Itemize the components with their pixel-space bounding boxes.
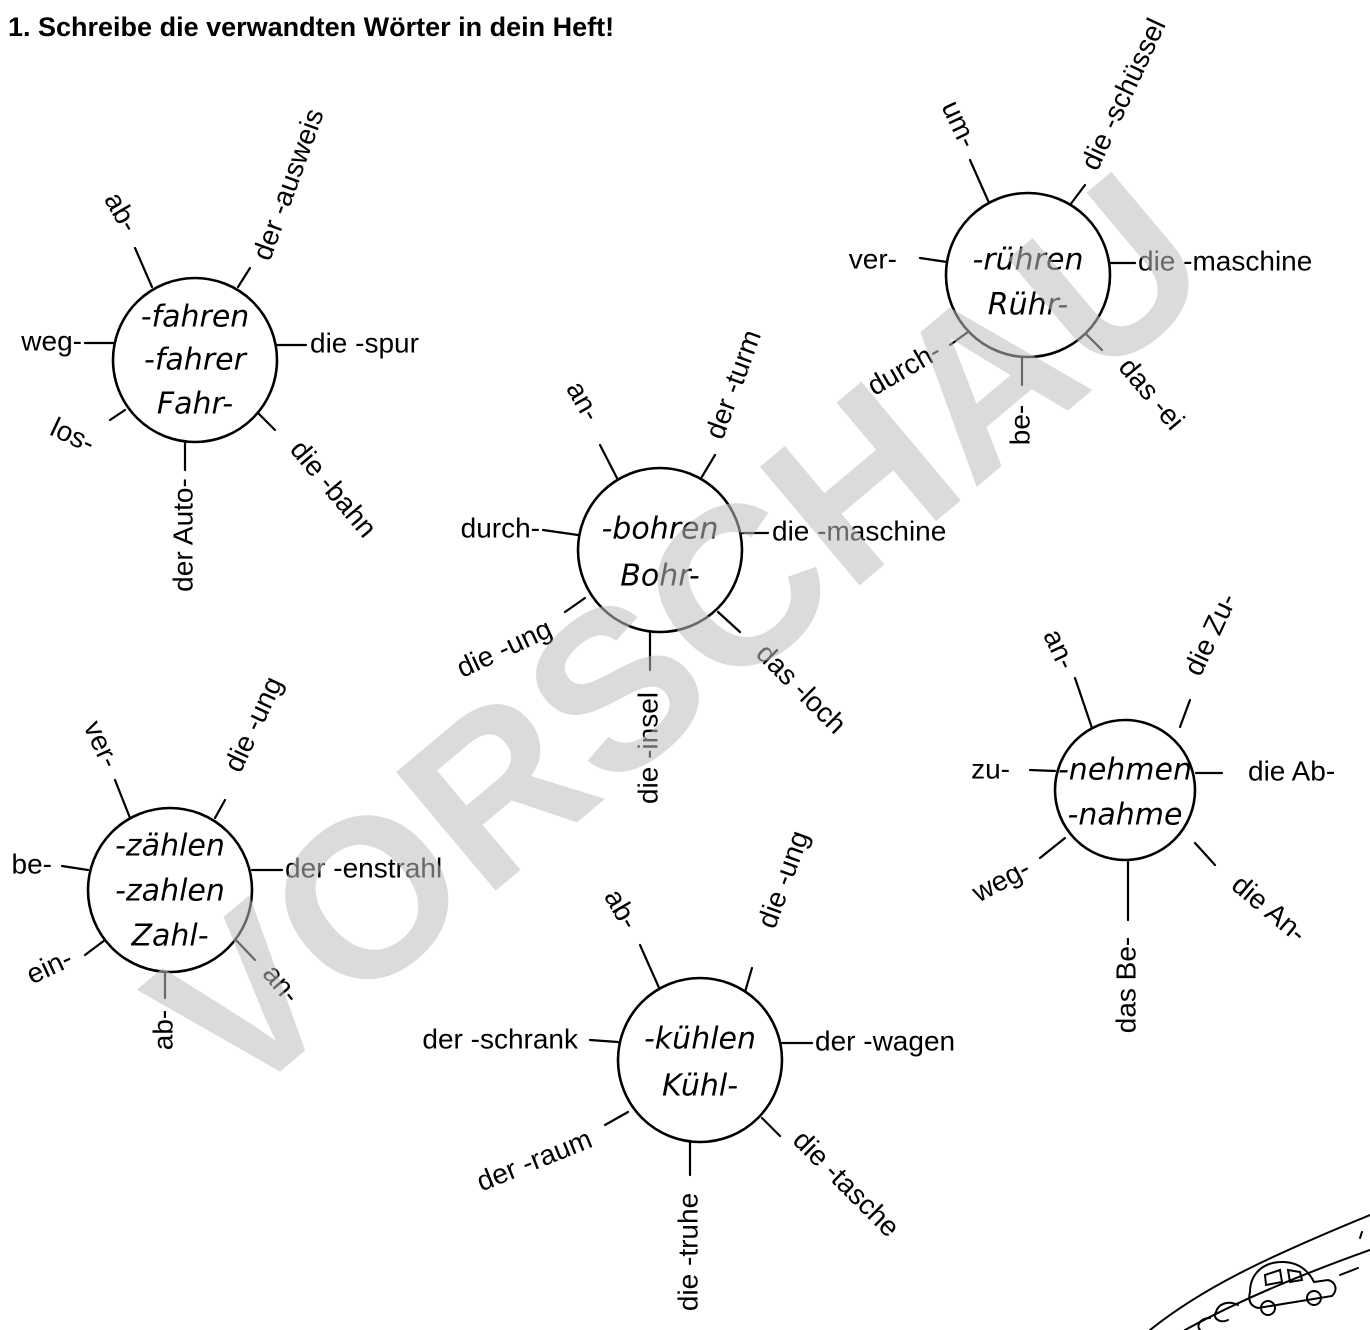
affix-label: der -wagen xyxy=(815,1025,955,1056)
affix-label: ein- xyxy=(21,942,76,990)
affix-label: die Zu- xyxy=(1178,588,1243,680)
hub-spoke xyxy=(113,778,132,820)
affix-label: durch- xyxy=(461,512,540,543)
hub-circle xyxy=(1053,718,1197,862)
affix-label: be- xyxy=(12,848,52,879)
hub-spoke xyxy=(1068,183,1087,207)
affix-label: die An- xyxy=(1226,868,1313,948)
core-word: -bohren xyxy=(601,512,718,547)
hub-spoke xyxy=(213,798,227,820)
hub-spoke xyxy=(1073,676,1094,730)
core-word: -fahren xyxy=(141,300,250,335)
core-word: -rühren xyxy=(973,243,1084,278)
core-word: -kühlen xyxy=(644,1022,756,1057)
hub-circle xyxy=(86,806,254,974)
core-word: -zahlen xyxy=(115,874,225,909)
hub-spoke xyxy=(60,864,90,872)
core-word: Rühr- xyxy=(988,288,1068,323)
affix-label: um- xyxy=(936,96,984,153)
affix-label: der -ausweis xyxy=(246,104,329,264)
hub-spoke xyxy=(541,528,580,537)
hub-spoke xyxy=(83,938,107,957)
affix-label: die -ung xyxy=(218,672,289,777)
hub-spoke xyxy=(588,1038,620,1044)
core-word: Bohr- xyxy=(620,559,699,594)
hub-spoke xyxy=(1193,841,1217,867)
affix-label: der -raum xyxy=(472,1123,596,1197)
affix-label: ab- xyxy=(147,1010,178,1050)
affix-label: weg- xyxy=(20,325,82,356)
affix-label: die -bahn xyxy=(284,434,383,543)
core-word: -zählen xyxy=(115,829,225,864)
hub-spoke xyxy=(1038,836,1067,860)
affix-label: ab- xyxy=(598,884,645,935)
affix-label: die Ab- xyxy=(1248,755,1335,786)
hub-spoke xyxy=(563,596,587,614)
hub-circle xyxy=(616,976,784,1144)
affix-label: an- xyxy=(1037,624,1082,674)
core-word: Fahr- xyxy=(157,387,233,422)
affix-label: das Be- xyxy=(1110,937,1141,1034)
hub-spoke xyxy=(1084,332,1104,352)
task-title: 1. Schreibe die verwandten Wörter in dei… xyxy=(8,12,614,42)
affix-label: die -insel xyxy=(632,692,663,804)
core-word: Zahl- xyxy=(130,919,208,954)
hub-spoke xyxy=(968,158,992,207)
affix-label: ab- xyxy=(98,187,145,238)
affix-label: die -maschine xyxy=(772,515,946,546)
affix-label: weg- xyxy=(966,852,1035,908)
hub-spoke xyxy=(256,411,277,432)
affix-label: der Auto- xyxy=(167,478,198,592)
hub-spoke xyxy=(716,610,742,634)
hub-spoke xyxy=(760,1116,782,1138)
affix-label: die -ung xyxy=(751,826,815,932)
affix-label: be- xyxy=(1004,405,1035,445)
car-on-road-icon xyxy=(1149,1214,1370,1330)
core-word: -nehmen xyxy=(1058,753,1192,788)
hub-spoke xyxy=(1028,768,1057,773)
word-hub-nehmen: an-die Zu-die Ab-die An-das Be-weg-zu- -n… xyxy=(966,588,1335,1033)
hub-spoke xyxy=(234,938,257,962)
hub-spoke xyxy=(698,453,717,482)
hub-spoke xyxy=(743,966,754,994)
affix-label: der -schrank xyxy=(422,1023,579,1054)
hub-spoke xyxy=(918,256,949,264)
hub-spoke xyxy=(108,408,127,422)
hub-spoke xyxy=(638,943,662,992)
hub-circle xyxy=(576,466,744,634)
word-hub-fahren: ab-der -ausweis die -spur die -bahn der Aut… xyxy=(20,104,419,591)
core-word: -fahrer xyxy=(144,343,248,378)
affix-label: die -tasche xyxy=(787,1124,906,1243)
affix-label: an- xyxy=(560,376,607,427)
hub-spoke xyxy=(133,246,154,289)
affix-label: zu- xyxy=(971,753,1010,784)
hub-spoke xyxy=(603,1110,630,1127)
core-word: Kühl- xyxy=(662,1069,738,1104)
hub-spoke xyxy=(598,443,620,482)
affix-label: die -truhe xyxy=(672,1193,703,1311)
hub-spoke xyxy=(1178,698,1192,729)
hub-spoke xyxy=(948,330,970,347)
affix-label: die -spur xyxy=(310,327,419,358)
affix-label: der -enstrahl xyxy=(285,852,442,883)
affix-label: die -maschine xyxy=(1138,245,1312,276)
affix-label: ver- xyxy=(78,716,126,773)
affix-label: los- xyxy=(46,412,100,459)
hub-spoke xyxy=(236,266,252,289)
hub-circle xyxy=(111,276,279,444)
core-word: -nahme xyxy=(1068,798,1183,833)
affix-label: ver- xyxy=(849,243,897,274)
hub-circle xyxy=(944,191,1112,359)
